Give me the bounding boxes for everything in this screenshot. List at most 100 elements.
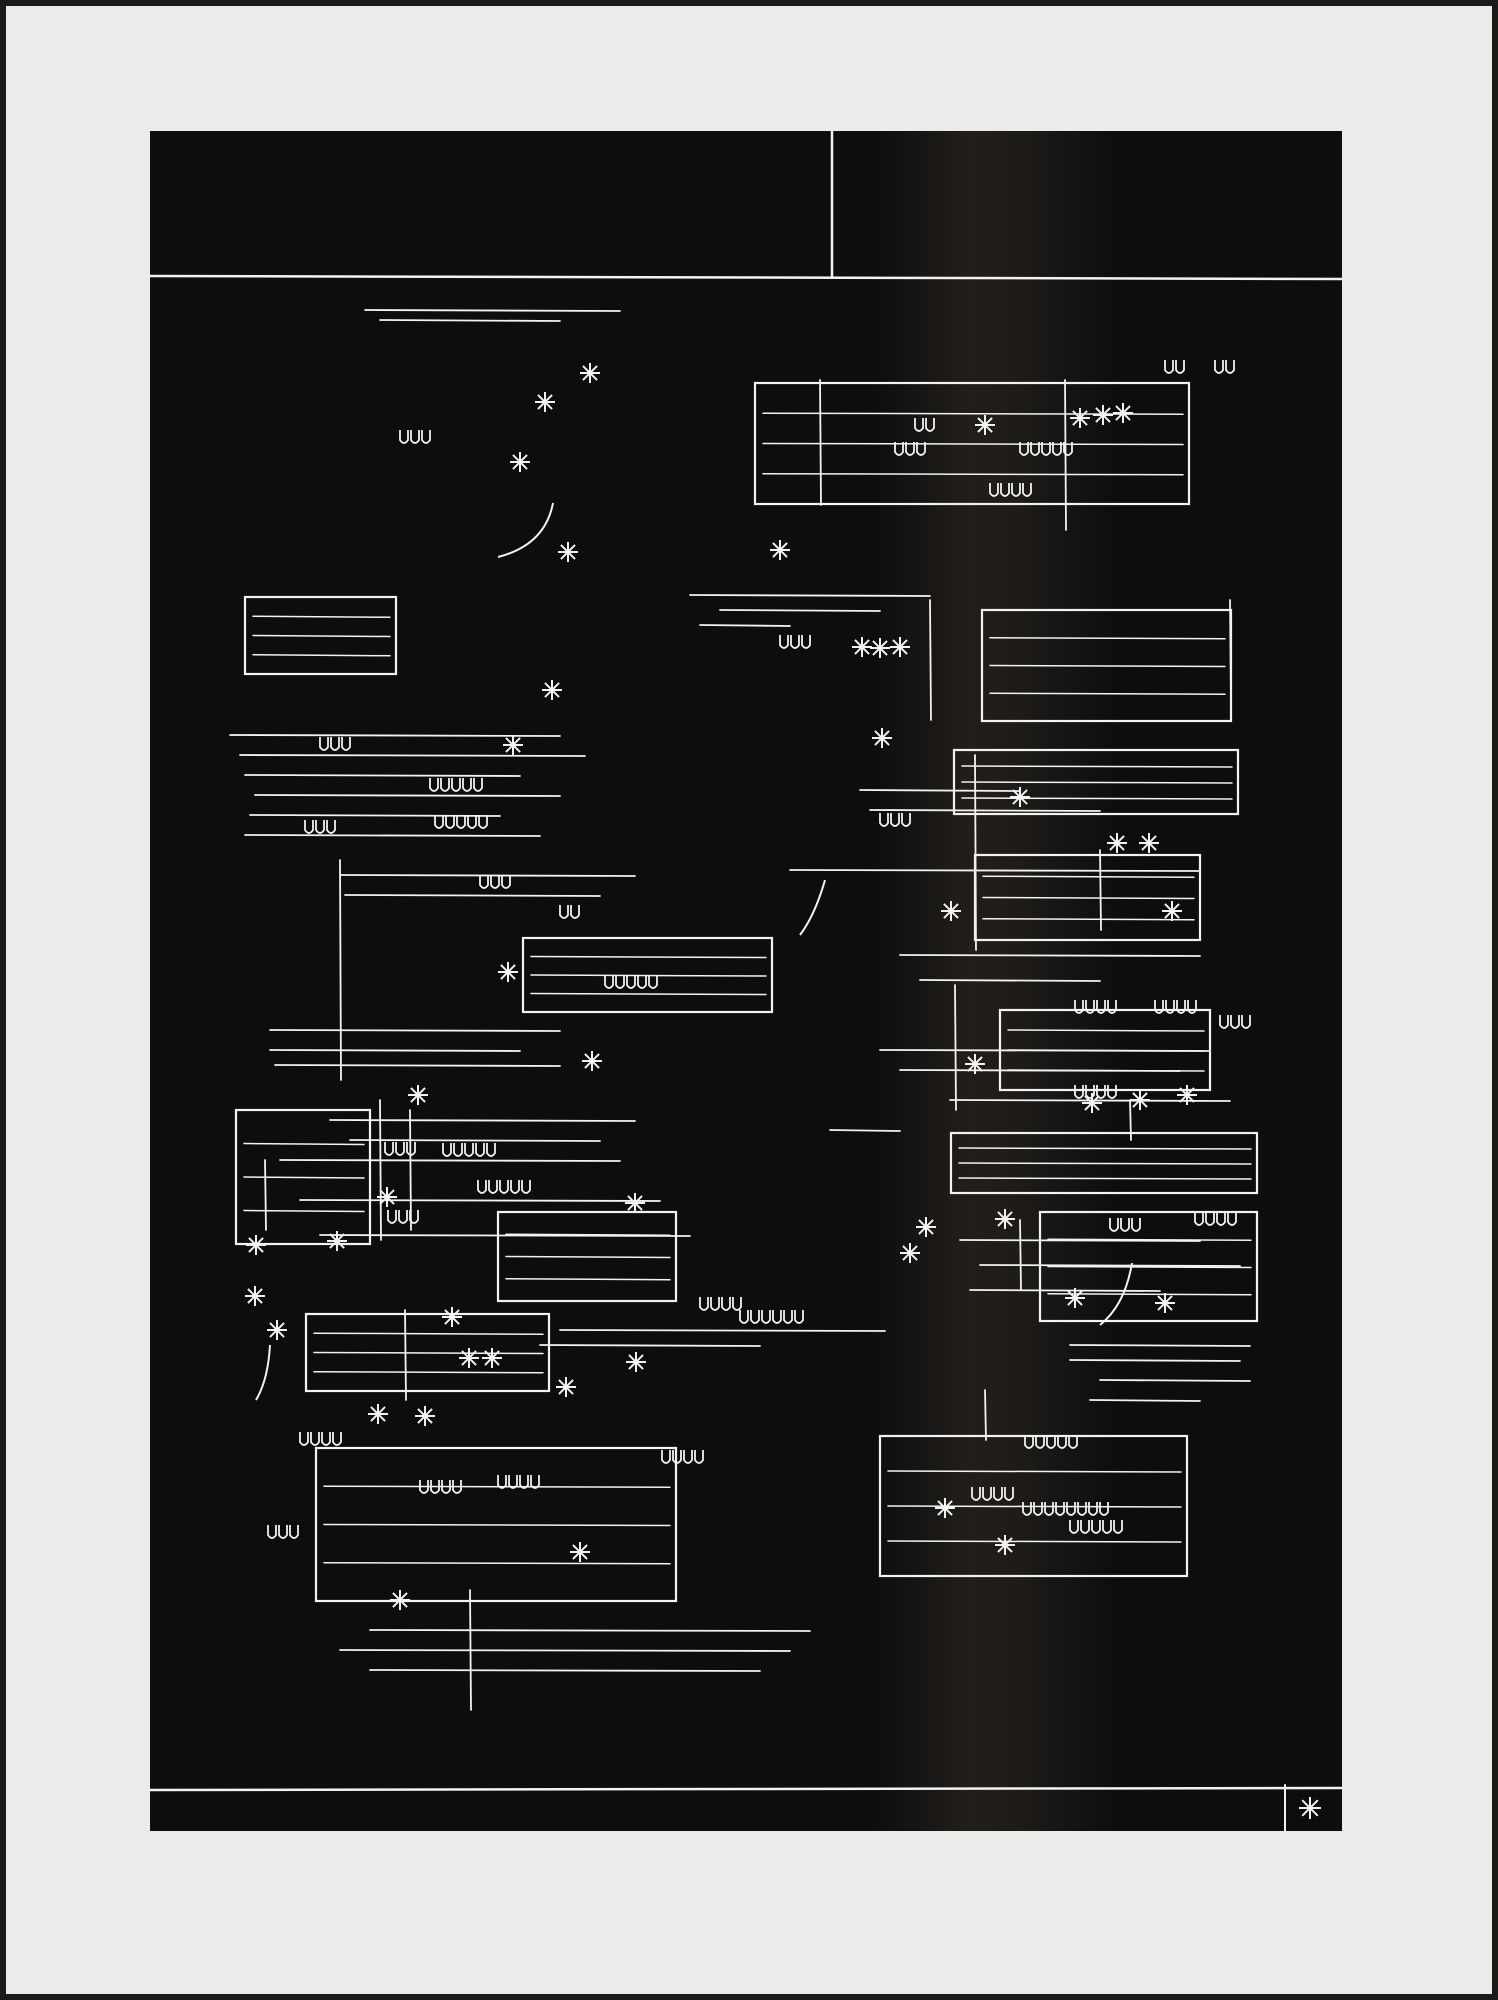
scratch-line: [989, 692, 1226, 695]
scratch-line: [982, 918, 1195, 921]
rectangle-box: [314, 1446, 678, 1603]
star-icon: [1107, 833, 1127, 853]
scratch-line: [959, 1239, 1201, 1242]
u-glyph-cluster: [1214, 360, 1235, 374]
scratch-line: [269, 1049, 521, 1052]
u-glyph-cluster: [559, 905, 580, 919]
scratch-line: [1047, 1293, 1252, 1296]
scratch-line: [150, 1786, 1342, 1792]
star-icon: [267, 1320, 287, 1340]
scratch-line: [859, 789, 1021, 792]
scratch-line: [699, 624, 791, 627]
scratch-line: [869, 809, 1101, 812]
scratch-line: [762, 473, 1184, 476]
u-glyph-cluster: [739, 1310, 804, 1324]
star-icon: [580, 363, 600, 383]
scratch-line: [762, 442, 1184, 446]
star-icon: [995, 1535, 1015, 1555]
scratch-line: [243, 1209, 365, 1213]
u-glyph-cluster: [434, 815, 488, 829]
scratch-line: [274, 1064, 561, 1067]
star-icon: [872, 728, 892, 748]
scratch-line: [1069, 1359, 1241, 1362]
scratch-line: [229, 734, 561, 737]
star-icon: [890, 637, 910, 657]
scratch-line: [379, 319, 561, 322]
rectangle-box: [753, 381, 1191, 506]
star-icon: [377, 1187, 397, 1207]
scratch-line: [899, 954, 1201, 957]
scratch-line: [150, 274, 1342, 281]
scratch-line: [982, 896, 1195, 900]
rectangle-box: [243, 595, 398, 676]
scratch-line: [323, 1485, 671, 1488]
star-icon: [626, 1352, 646, 1372]
star-icon: [975, 415, 995, 435]
u-glyph-cluster: [1024, 1435, 1078, 1449]
scratch-line: [244, 834, 541, 837]
u-glyph-cluster: [1074, 1085, 1117, 1099]
rectangle-box: [952, 748, 1240, 816]
star-icon: [625, 1193, 645, 1213]
star-icon: [916, 1217, 936, 1237]
scratch-line: [1007, 1029, 1205, 1032]
scratch-line: [323, 1523, 671, 1527]
scratch-line: [313, 1351, 544, 1355]
star-icon: [770, 540, 790, 560]
star-icon: [1155, 1293, 1175, 1313]
scratch-line: [1069, 1344, 1251, 1347]
scratch-line: [1047, 1265, 1252, 1269]
star-icon: [245, 1286, 265, 1306]
scratch-line: [249, 814, 501, 817]
star-icon: [852, 637, 872, 657]
scratch-line: [984, 1389, 987, 1441]
star-icon: [535, 392, 555, 412]
star-icon: [415, 1406, 435, 1426]
scratch-line: [961, 781, 1233, 784]
scratch-line: [329, 1119, 636, 1122]
rectangle-box: [521, 936, 774, 1014]
scratch-line: [264, 1159, 267, 1231]
u-glyph-cluster: [384, 1142, 416, 1156]
scratch-line: [530, 955, 767, 959]
star-icon: [1113, 403, 1133, 423]
scratch-line: [379, 1099, 382, 1241]
star-icon: [1093, 405, 1113, 425]
scratch-line: [539, 1344, 761, 1347]
scratch-line: [469, 1589, 472, 1711]
star-icon: [570, 1542, 590, 1562]
rectangle-box: [304, 1312, 551, 1393]
scratch-line: [252, 654, 391, 657]
u-glyph-cluster: [1022, 1502, 1109, 1516]
star-icon: [390, 1590, 410, 1610]
u-glyph-cluster: [1154, 1000, 1197, 1014]
star-icon: [965, 1054, 985, 1074]
scratch-line: [1019, 1219, 1022, 1291]
u-glyph-cluster: [442, 1143, 496, 1157]
scratch-line: [961, 765, 1233, 768]
scratch-line: [899, 1069, 1181, 1072]
star-icon: [556, 1377, 576, 1397]
scratch-line: [404, 1309, 407, 1401]
scratch-line: [887, 1540, 1182, 1543]
scratch-line: [919, 979, 1101, 982]
scratch-line: [969, 1289, 1161, 1292]
star-icon: [1082, 1093, 1102, 1113]
u-glyph-cluster: [1019, 442, 1073, 456]
star-icon: [1162, 901, 1182, 921]
u-glyph-cluster: [1074, 1000, 1117, 1014]
u-glyph-cluster: [429, 778, 483, 792]
u-glyph-cluster: [1164, 360, 1185, 374]
scratch-line: [887, 1470, 1182, 1473]
u-glyph-cluster: [1219, 1015, 1251, 1029]
star-icon: [558, 542, 578, 562]
star-icon: [442, 1307, 462, 1327]
star-icon: [459, 1348, 479, 1368]
scratch-line: [339, 859, 342, 1081]
scratch-line: [559, 1329, 886, 1332]
u-glyph-cluster: [661, 1450, 704, 1464]
scratch-line: [958, 1147, 1252, 1150]
scratch-line: [239, 754, 586, 757]
scratch-line: [313, 1371, 544, 1374]
scratch-line: [1064, 379, 1067, 531]
